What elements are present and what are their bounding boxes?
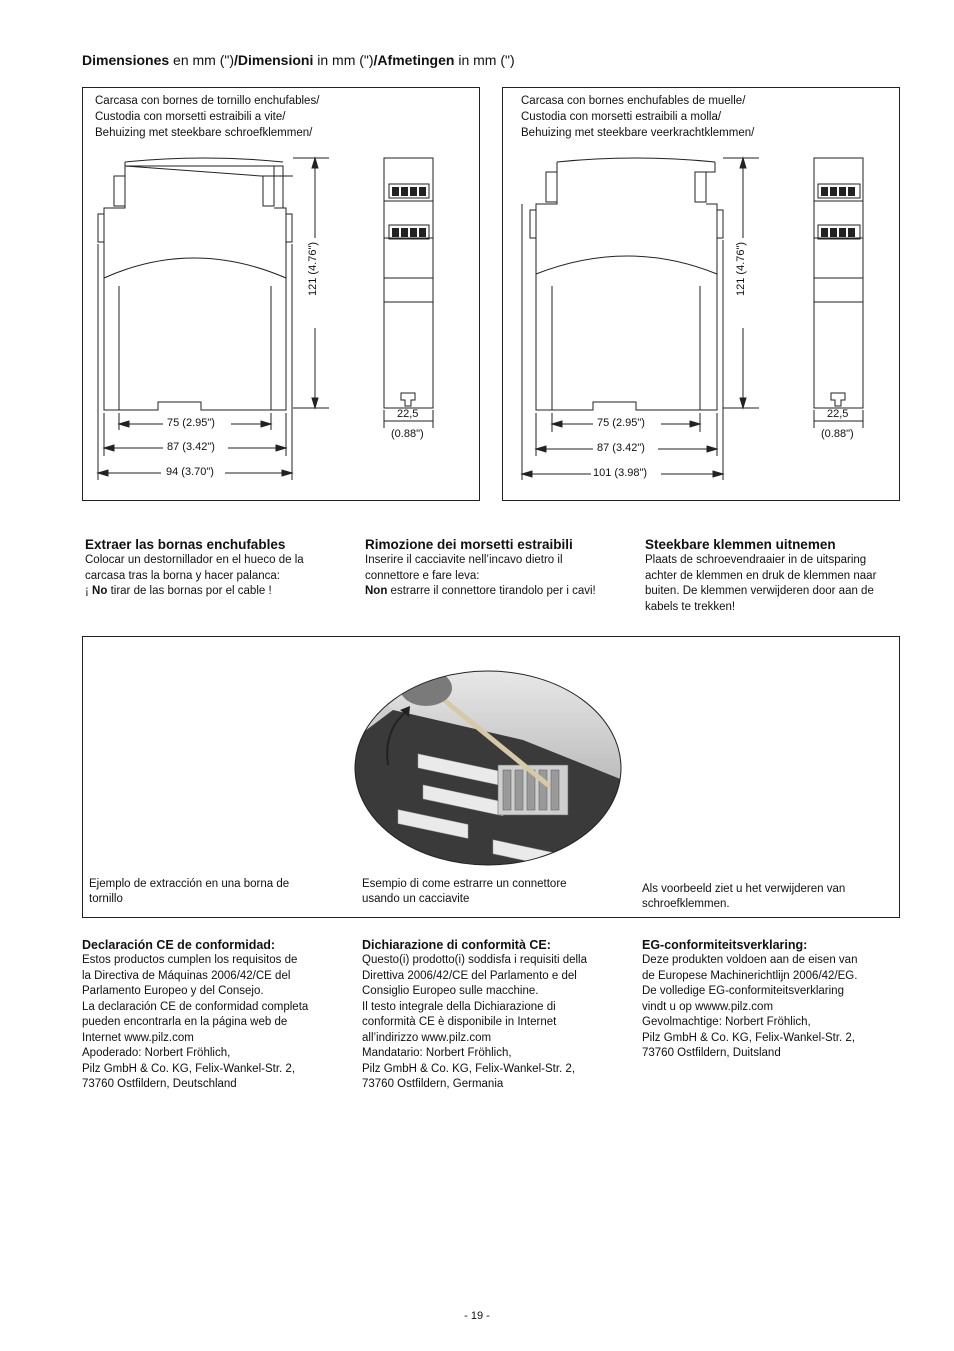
housing-drawing <box>520 156 864 480</box>
dimension-width: 22,5 <box>397 408 419 420</box>
extraction-photo <box>354 670 622 866</box>
dimension-width-in: (0.88") <box>821 428 854 440</box>
housing-drawing <box>96 156 434 480</box>
page-number: - 19 - <box>464 1310 490 1322</box>
ce-heading: Dichiarazione di conformità CE: <box>362 938 551 952</box>
section-heading: Rimozione dei morsetti estraibili <box>365 537 573 552</box>
dimension-75: 75 (2.95") <box>597 417 645 429</box>
ce-declaration-es: Declaración CE de conformidad: Estos pro… <box>82 937 352 1093</box>
section-heading: Steekbare klemmen uitnemen <box>645 537 836 552</box>
dimension-75: 75 (2.95") <box>167 417 215 429</box>
dimension-height: 121 (4.76") <box>735 241 747 296</box>
ce-declaration-it: Dichiarazione di conformità CE: Questo(i… <box>362 937 637 1093</box>
dimension-87: 87 (3.42") <box>167 441 215 453</box>
ce-heading: Declaración CE de conformidad: <box>82 938 276 952</box>
page-title: Dimensiones en mm (")/Dimensioni in mm (… <box>82 52 515 68</box>
dimension-101: 101 (3.98") <box>593 467 648 479</box>
box-label: Carcasa con bornes de tornillo enchufabl… <box>95 95 320 139</box>
section-it: Rimozione dei morsetti estraibili Inseri… <box>365 537 635 600</box>
box-label: Carcasa con bornes enchufables de muelle… <box>521 95 755 139</box>
section-nl: Steekbare klemmen uitnemen Plaats de sch… <box>645 537 915 615</box>
dimensions-box-screw-terminals: Carcasa con bornes de tornillo enchufabl… <box>82 87 480 501</box>
ce-declaration-nl: EG-conformiteitsverklaring: Deze produkt… <box>642 937 917 1062</box>
dimension-width-in: (0.88") <box>391 428 424 440</box>
section-heading: Extraer las bornas enchufables <box>85 537 286 552</box>
dimension-height: 121 (4.76") <box>307 241 319 296</box>
section-es: Extraer las bornas enchufables Colocar u… <box>85 537 345 600</box>
dimensions-box-spring-terminals: Carcasa con bornes enchufables de muelle… <box>502 87 900 501</box>
dimension-94: 94 (3.70") <box>166 466 214 478</box>
dimension-87: 87 (3.42") <box>597 442 645 454</box>
ce-heading: EG-conformiteitsverklaring: <box>642 938 808 952</box>
caption-nl: Als voorbeeld ziet u het verwijderen van… <box>642 883 846 910</box>
dimension-width: 22,5 <box>827 408 849 420</box>
